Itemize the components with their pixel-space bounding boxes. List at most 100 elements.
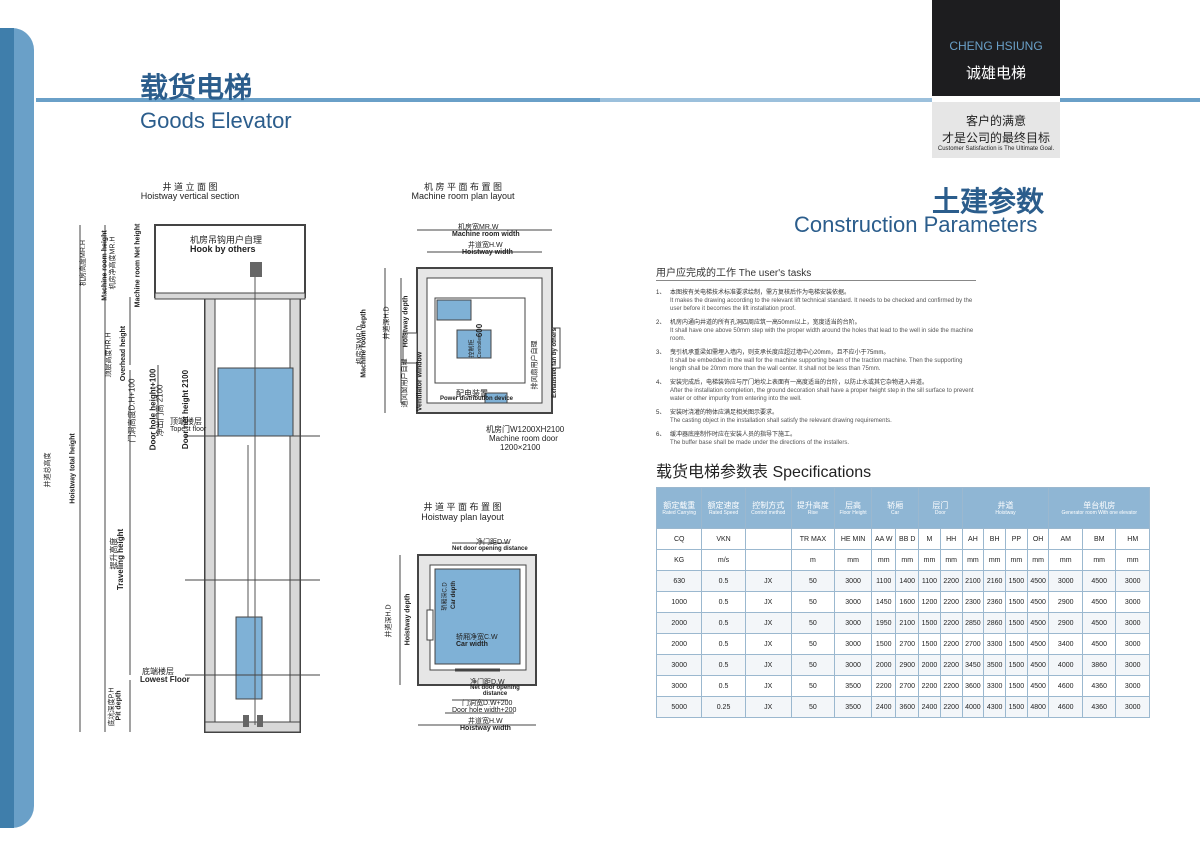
spec-cell: 3000	[1115, 696, 1150, 718]
task-item: 6、缓冲器底座制作时应在安装人员的指导下施工。The buffer base s…	[656, 431, 976, 447]
controller-cabinet	[456, 329, 492, 359]
task-text-cn: 曳引机承重梁如需埋入墙内，则支承长度应超过墙中心20mm，且不应小于75mm。	[670, 350, 890, 356]
spec-cell: 4600	[1048, 696, 1083, 718]
spec-header-en: Rise	[807, 509, 818, 516]
spec-cell: 3000	[1115, 633, 1150, 655]
spec-cell: 0.5	[701, 654, 746, 676]
mr-width-cn: 机房宽MR.W	[458, 224, 499, 231]
spec-cell: 2200	[939, 570, 963, 592]
spec-cell: 4300	[983, 696, 1007, 718]
spec-cell: AM	[1048, 528, 1083, 550]
spec-cell: 3000	[834, 591, 873, 613]
total-height-label-en: Hoistway total height	[69, 433, 77, 504]
machine-title-cn: 机 房 平 面 布 置 图	[423, 182, 502, 192]
spec-cell: 50	[790, 654, 836, 676]
spec-cell: mm	[1005, 549, 1028, 571]
spec-cell: 0.5	[701, 675, 746, 697]
hoistway-vertical-section	[79, 224, 320, 733]
task-text-cn: 安装时浇灌的物体应满足相关图示要求。	[670, 410, 779, 416]
spec-cell: 3000	[834, 633, 873, 655]
spec-cell: 1500	[1005, 633, 1028, 655]
task-number: 5、	[656, 410, 666, 416]
topest-floor-en: Topest floor	[170, 426, 207, 433]
spec-cell: mm	[1081, 549, 1117, 571]
pit-depth-label-en: Pit depth	[115, 690, 123, 721]
spec-header-en: Floor Height	[839, 509, 867, 516]
spec-cell	[744, 528, 792, 550]
spec-cell: 4800	[1026, 696, 1050, 718]
mr-hw-width-en: Hoistway width	[462, 249, 513, 256]
spec-cell: 3600	[895, 696, 920, 718]
spec-cell: 50	[790, 570, 836, 592]
mr-width-en: Machine room width	[452, 231, 520, 238]
task-text-cn: 本图按有关电梯技术标准要求绘制，需方复核后作为电梯安装依据。	[670, 290, 851, 296]
spec-cell: 2300	[961, 591, 985, 613]
spec-cell: 2700	[895, 675, 920, 697]
exhaust-cn: 排风扇用户自理	[531, 340, 539, 390]
spec-cell: 3450	[961, 654, 985, 676]
spec-cell: 4500	[1026, 591, 1050, 613]
spec-header-cn: 单台机房	[1083, 500, 1116, 510]
user-tasks: 用户应完成的工作 The user's tasks 1、本图按有关电梯技术标准要…	[656, 269, 976, 453]
spec-cell: m/s	[701, 549, 746, 571]
spec-cell: 3000	[1115, 591, 1150, 613]
topest-floor-cn: 顶端楼层	[170, 417, 202, 426]
vertical-title-en: Hoistway vertical section	[140, 191, 240, 201]
spec-cell: 4500	[1026, 633, 1050, 655]
brand-block: CHENG HSIUNG 诚雄电梯	[932, 0, 1060, 96]
spec-cell: 4600	[1048, 675, 1083, 697]
mr-door-cn: 机房门W1200XH2100	[486, 425, 565, 434]
plan-net-door-en: Net door opening distance	[452, 546, 528, 552]
overhead-label: 顶层高度HR.H	[105, 332, 113, 378]
spec-header-en: Rated Speed	[708, 509, 739, 516]
spec-cell: 50	[790, 591, 836, 613]
spec-cell: 2160	[983, 570, 1007, 592]
section-title-cn: 土建参数	[932, 185, 1045, 218]
spec-cell: 50	[790, 696, 836, 718]
spec-cell: 2400	[871, 696, 897, 718]
spec-cell: 3500	[834, 696, 873, 718]
spec-cell: 2400	[918, 696, 941, 718]
plan-net-door2-en: Net door opening distance	[470, 685, 520, 697]
spec-cell: 4000	[1048, 654, 1083, 676]
spec-cell: 3860	[1081, 654, 1117, 676]
plan-car-depth-en: Car depth	[451, 580, 458, 610]
spec-cell: mm	[1115, 549, 1150, 571]
spec-cell: 3000	[1115, 570, 1150, 592]
dist-cn: 配电装置	[456, 389, 488, 398]
exhaust-en: Exhausted fan by others	[551, 328, 558, 398]
vertical-title-cn: 井 道 立 面 图	[162, 182, 218, 192]
spec-cell: AA W	[871, 528, 897, 550]
spec-cell: 1400	[895, 570, 920, 592]
header-rule-left	[36, 98, 601, 102]
task-number: 1、	[656, 290, 666, 296]
spec-cell: 3400	[1048, 633, 1083, 655]
spec-cell: 2900	[1048, 591, 1083, 613]
spec-cell: 0.5	[701, 612, 746, 634]
plan-net-door-cn: 净门距D.W	[476, 539, 511, 546]
car-plan	[434, 568, 521, 665]
spec-header-cn: 提升高度	[796, 500, 829, 510]
spec-cell: OH	[1026, 528, 1050, 550]
spec-header-en: Control method	[751, 509, 786, 516]
spec-cell: 1200	[918, 591, 941, 613]
door-hole-label: 门洞高度D.H+100	[127, 378, 137, 443]
spec-cell: VKN	[701, 528, 746, 550]
spec-cell: 2100	[961, 570, 985, 592]
spec-cell: mm	[834, 549, 873, 571]
mr-hw-depth-en: Hoistway depth	[402, 295, 410, 348]
task-item: 5、安装时浇灌的物体应满足相关图示要求。The casting object i…	[656, 409, 976, 425]
spec-cell: PP	[1005, 528, 1028, 550]
slogan-line-en: Customer Satisfaction is The Ultimate Go…	[937, 146, 1055, 152]
spec-cell: mm	[1026, 549, 1050, 571]
